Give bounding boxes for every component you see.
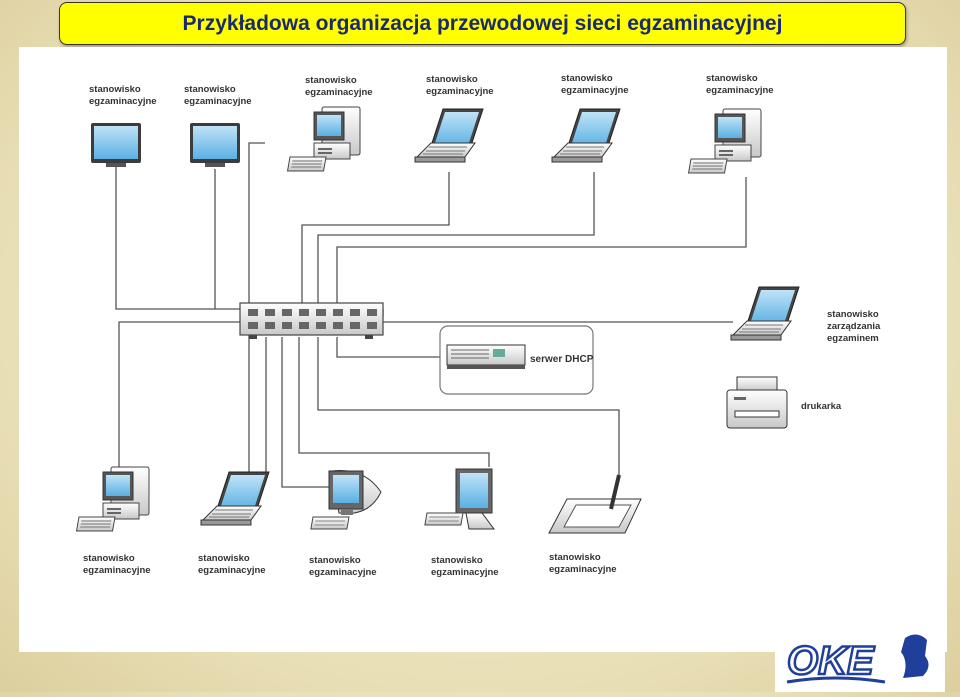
network-cables bbox=[115, 142, 747, 493]
svg-text:stanowisko: stanowisko bbox=[827, 309, 879, 320]
station-bottom-4: stanowisko egzaminacyjne bbox=[424, 468, 499, 578]
svg-text:egzaminem: egzaminem bbox=[827, 333, 879, 344]
station-top-1: stanowisko egzaminacyjne bbox=[89, 84, 157, 167]
svg-text:egzaminacyjne: egzaminacyjne bbox=[83, 565, 151, 576]
svg-text:egzaminacyjne: egzaminacyjne bbox=[305, 87, 373, 98]
svg-text:stanowisko: stanowisko bbox=[431, 555, 483, 566]
station-top-3: stanowisko egzaminacyjne bbox=[286, 75, 373, 172]
station-bottom-1: stanowisko egzaminacyjne bbox=[75, 466, 151, 576]
svg-text:stanowisko: stanowisko bbox=[305, 75, 357, 86]
station-top-5: stanowisko egzaminacyjne bbox=[551, 73, 629, 163]
svg-text:egzaminacyjne: egzaminacyjne bbox=[549, 564, 617, 575]
svg-text:egzaminacyjne: egzaminacyjne bbox=[426, 86, 494, 97]
oke-logo: OKE bbox=[775, 626, 945, 692]
diagram-svg: stanowisko egzaminacyjne stanowisko egza… bbox=[75, 73, 881, 578]
svg-text:zarządzania: zarządzania bbox=[827, 321, 881, 332]
svg-text:egzaminacyjne: egzaminacyjne bbox=[198, 565, 266, 576]
svg-text:stanowisko: stanowisko bbox=[561, 73, 613, 84]
svg-text:egzaminacyjne: egzaminacyjne bbox=[561, 85, 629, 96]
network-diagram: stanowisko egzaminacyjne stanowisko egza… bbox=[19, 47, 947, 652]
svg-text:egzaminacyjne: egzaminacyjne bbox=[89, 96, 157, 107]
svg-text:egzaminacyjne: egzaminacyjne bbox=[309, 567, 377, 578]
oke-logo-icon: OKE bbox=[786, 634, 929, 684]
station-top-4: stanowisko egzaminacyjne bbox=[414, 74, 494, 163]
svg-text:stanowisko: stanowisko bbox=[198, 553, 250, 564]
station-top-6: stanowisko egzaminacyjne bbox=[687, 73, 774, 174]
svg-text:stanowisko: stanowisko bbox=[89, 84, 141, 95]
management-station: stanowisko zarządzania egzaminem bbox=[730, 286, 881, 344]
station-bottom-3: stanowisko egzaminacyjne bbox=[309, 469, 382, 578]
svg-text:stanowisko: stanowisko bbox=[83, 553, 135, 564]
svg-text:egzaminacyjne: egzaminacyjne bbox=[706, 85, 774, 96]
svg-text:stanowisko: stanowisko bbox=[549, 552, 601, 563]
svg-text:egzaminacyjne: egzaminacyjne bbox=[184, 96, 252, 107]
page-title: Przykładowa organizacja przewodowej siec… bbox=[59, 2, 906, 45]
station-top-2: stanowisko egzaminacyjne bbox=[184, 84, 252, 167]
svg-text:stanowisko: stanowisko bbox=[426, 74, 478, 85]
svg-text:stanowisko: stanowisko bbox=[184, 84, 236, 95]
svg-text:serwer DHCP: serwer DHCP bbox=[530, 354, 594, 365]
network-switch bbox=[239, 302, 384, 339]
printer: drukarka bbox=[726, 376, 842, 429]
svg-text:drukarka: drukarka bbox=[801, 401, 842, 412]
svg-text:egzaminacyjne: egzaminacyjne bbox=[431, 567, 499, 578]
station-bottom-2: stanowisko egzaminacyjne bbox=[198, 471, 270, 576]
svg-text:stanowisko: stanowisko bbox=[706, 73, 758, 84]
svg-text:OKE: OKE bbox=[787, 639, 875, 683]
station-bottom-5: stanowisko egzaminacyjne bbox=[548, 474, 642, 575]
dhcp-server: serwer DHCP bbox=[439, 325, 594, 395]
svg-text:stanowisko: stanowisko bbox=[309, 555, 361, 566]
